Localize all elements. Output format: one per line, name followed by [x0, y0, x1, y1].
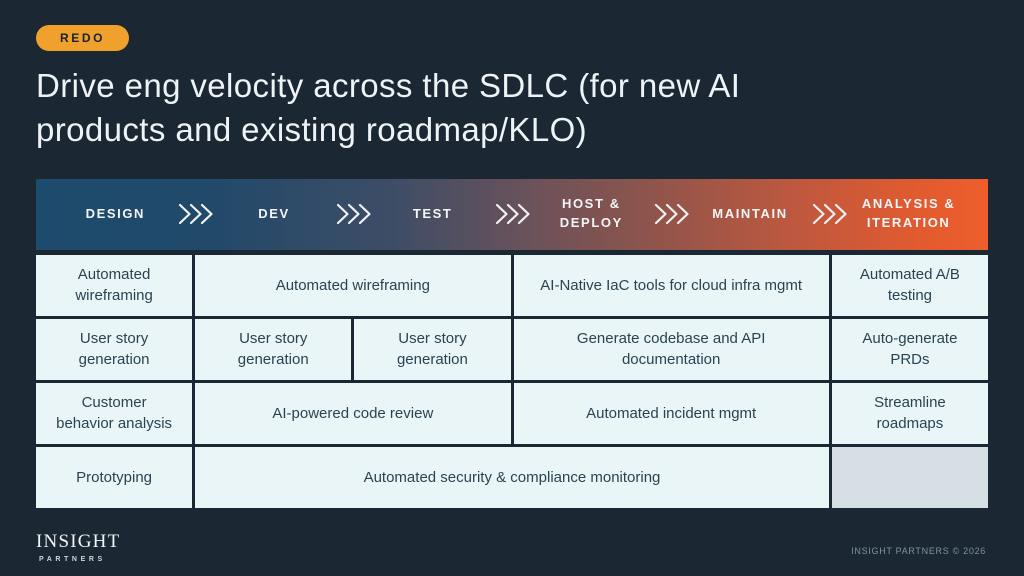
table-cell: Auto-generate PRDs — [831, 318, 988, 380]
table-cell: AI-Native IaC tools for cloud infra mgmt — [513, 254, 829, 316]
table-cell: Automated security & compliance monitori… — [195, 446, 829, 508]
table-cell: AI-powered code review — [195, 382, 511, 444]
logo-secondary-text: PARTNERS — [39, 556, 106, 563]
insight-partners-logo: INSIGHT PARTNERS — [36, 531, 120, 563]
table-cell: Automated A/B testing — [831, 254, 988, 316]
table-cell: Automated wireframing — [195, 254, 511, 316]
redo-badge-label: REDO — [60, 31, 106, 45]
phase-dev: DEV — [195, 205, 354, 224]
logo-primary-text: INSIGHT — [36, 531, 121, 552]
table-cell: Prototyping — [36, 446, 193, 508]
phase-label: ANALYSIS & ITERATION — [861, 196, 956, 231]
phase-host-deploy: HOST & DEPLOY — [512, 195, 671, 233]
table-cell: Automated incident mgmt — [513, 382, 829, 444]
table-cell-empty — [831, 446, 988, 508]
phase-label: HOST & DEPLOY — [559, 196, 623, 231]
phase-design: DESIGN — [36, 205, 195, 224]
chevron-right-icon — [177, 202, 213, 226]
table-cell: User story generation — [354, 318, 511, 380]
chevron-right-icon — [811, 202, 847, 226]
chevron-right-icon — [335, 202, 371, 226]
phase-label: DESIGN — [85, 205, 146, 221]
phase-header: DESIGN DEV TEST HOST & DEPLOY MAINTAIN A… — [36, 178, 988, 250]
table-cell: User story generation — [36, 318, 193, 380]
redo-badge: REDO — [36, 25, 130, 51]
table-cell: User story generation — [195, 318, 352, 380]
copyright-text: INSIGHT PARTNERS © 2026 — [851, 546, 986, 556]
sdlc-table: DESIGN DEV TEST HOST & DEPLOY MAINTAIN A… — [36, 178, 988, 508]
table-cell: Streamline roadmaps — [831, 382, 988, 444]
page-title: Drive eng velocity across the SDLC (for … — [36, 67, 741, 148]
chevron-right-icon — [653, 202, 689, 226]
footer: INSIGHT PARTNERS INSIGHT PARTNERS © 2026 — [36, 531, 986, 563]
table-cell: Automated wireframing — [36, 254, 193, 316]
phase-maintain: MAINTAIN — [671, 205, 830, 224]
chevron-right-icon — [494, 202, 530, 226]
phase-label: TEST — [412, 205, 453, 221]
table-cell: Generate codebase and API documentation — [513, 318, 829, 380]
phase-label: DEV — [258, 205, 290, 221]
table-cell: Customer behavior analysis — [36, 382, 193, 444]
phase-analysis-iteration: ANALYSIS & ITERATION — [829, 195, 988, 233]
phase-label: MAINTAIN — [712, 205, 788, 221]
phase-test: TEST — [353, 205, 512, 224]
sdlc-table-body: Automated wireframing Automated wirefram… — [36, 254, 988, 508]
